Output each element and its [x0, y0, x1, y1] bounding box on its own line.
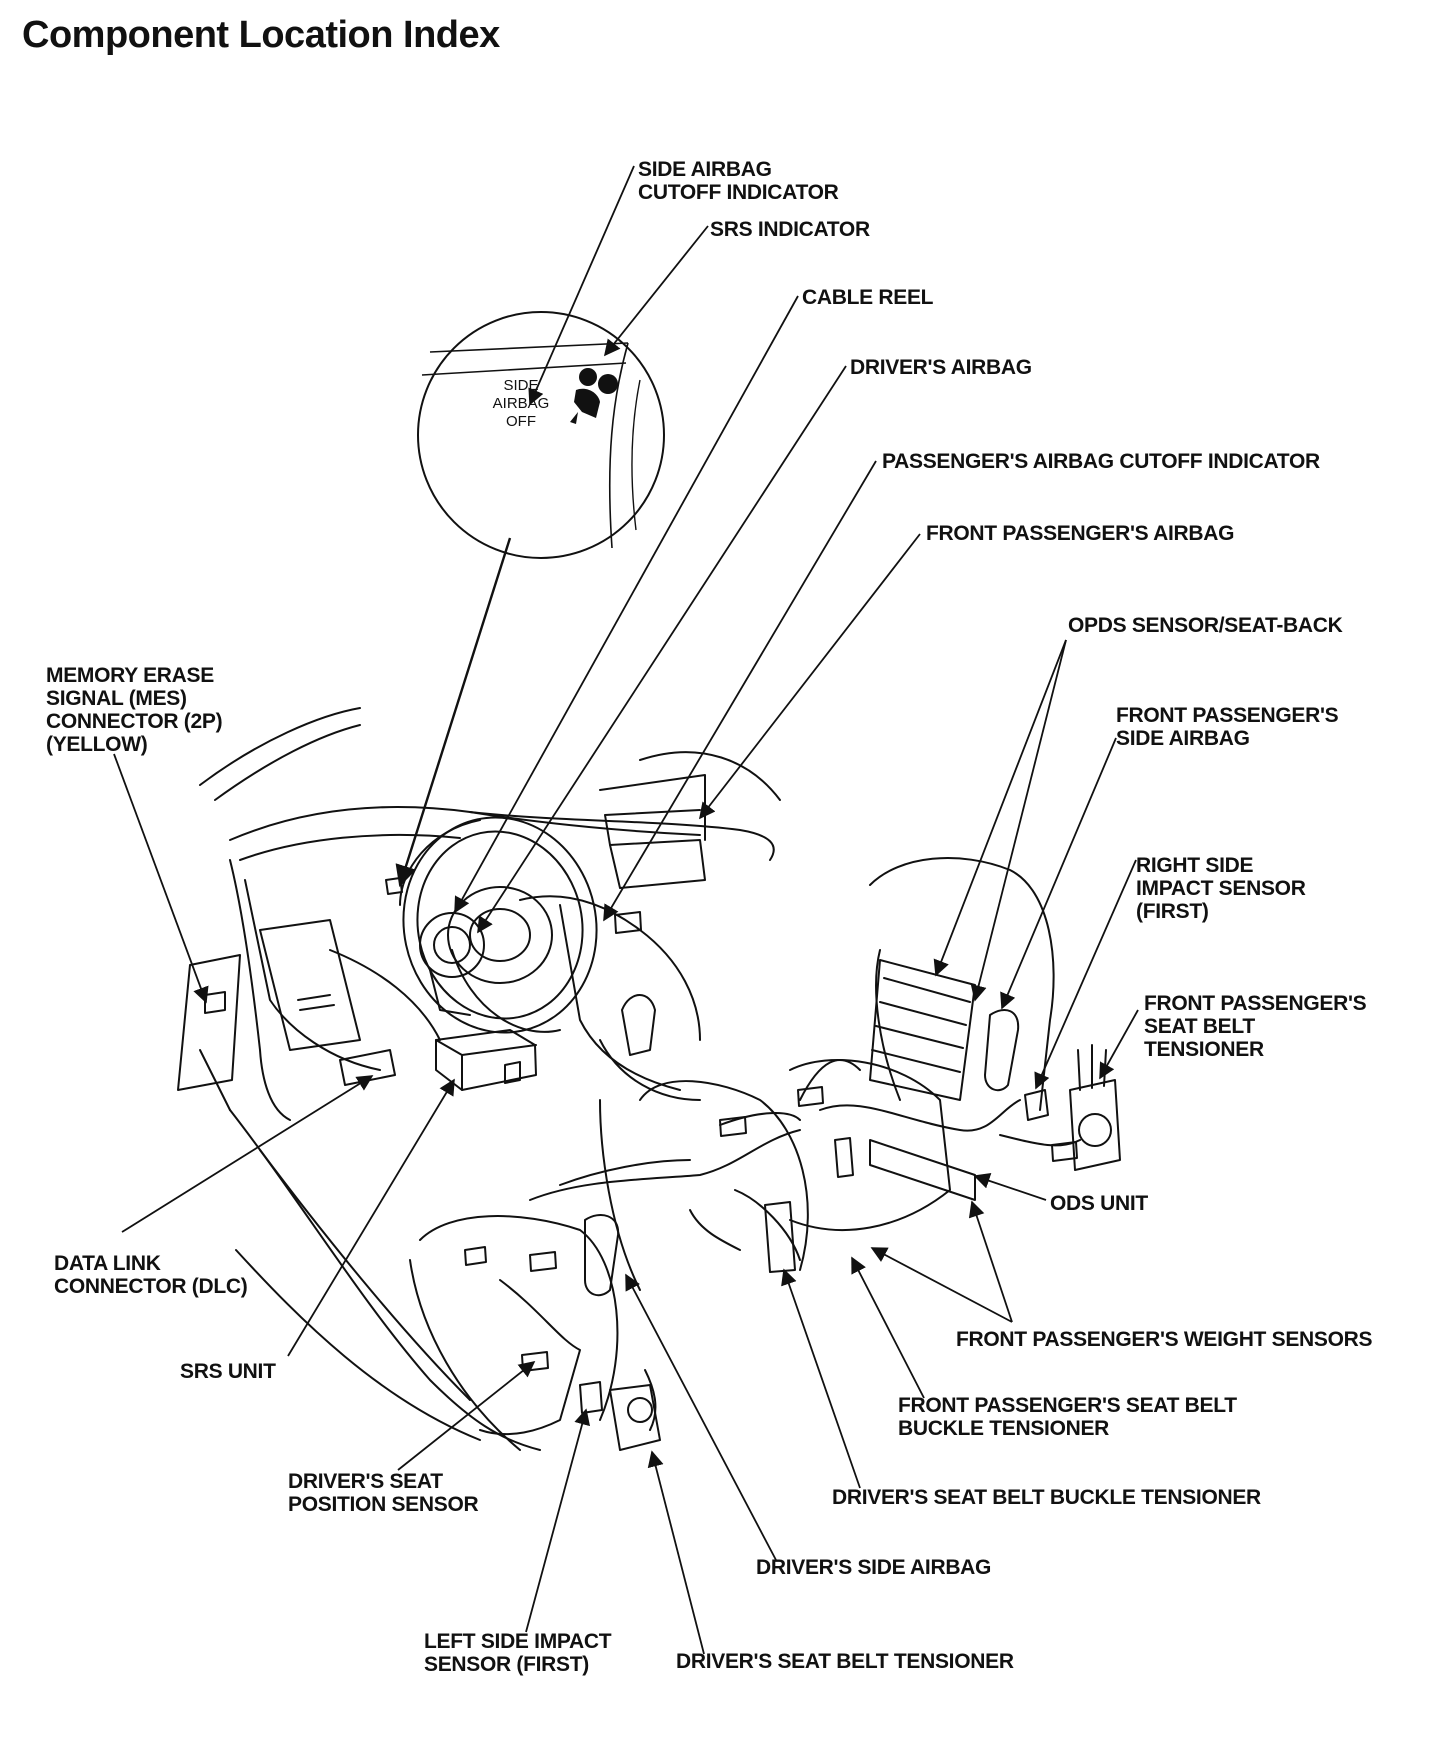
- leader-srs-indicator: [603, 225, 709, 357]
- mes-connector-panel: [177, 954, 241, 1091]
- right-impact-sensor-part: [1024, 1089, 1049, 1121]
- inset-dash-edge: [429, 342, 629, 353]
- left-impact-sensor-part: [579, 1381, 603, 1414]
- label-drivers-airbag: DRIVER'S AIRBAG: [850, 356, 1032, 379]
- inset-side-airbag-line1: SIDE: [503, 377, 538, 394]
- leader-front-passengers-side-airbag: [1000, 737, 1117, 1010]
- steering-hub: [447, 886, 553, 984]
- label-opds-sensor-seat-back: OPDS SENSOR/SEAT-BACK: [1068, 614, 1343, 637]
- leader-mes-connector: [113, 753, 209, 1004]
- leader-drivers-side-airbag: [625, 1273, 777, 1561]
- passenger-seat-back: [869, 857, 1055, 1111]
- leader-left-side-impact: [525, 1408, 591, 1633]
- inset-pillar-inner: [631, 379, 641, 531]
- driver-seat-back: [639, 1080, 809, 1271]
- label-side-airbag-cutoff-indicator: SIDE AIRBAG CUTOFF INDICATOR: [638, 158, 839, 204]
- leader-passengers-cutoff: [603, 460, 877, 922]
- opds-sensor-grid: [869, 959, 976, 1101]
- vehicle-interior-drawing: [177, 707, 1121, 1451]
- label-ods-unit: ODS UNIT: [1050, 1192, 1148, 1215]
- passenger-side-airbag-module: [984, 1009, 1020, 1092]
- dashboard-face: [229, 859, 291, 1121]
- inset-circle: [417, 311, 665, 559]
- leader-right-side-impact: [1034, 859, 1137, 1090]
- leader-lines: [113, 165, 1139, 1655]
- steering-wheel: [402, 816, 598, 1034]
- gear-shifter: [621, 994, 656, 1056]
- airbag-person-icon: [570, 368, 618, 424]
- leader-dlc: [121, 1075, 374, 1233]
- label-passengers-airbag-cutoff-indicator: PASSENGER'S AIRBAG CUTOFF INDICATOR: [882, 450, 1320, 473]
- dashboard-top: [229, 806, 775, 861]
- inset-pillar: [608, 342, 629, 549]
- label-front-passengers-seat-belt-buckle-tensioner: FRONT PASSENGER'S SEAT BELT BUCKLE TENSI…: [898, 1394, 1237, 1440]
- leader-weight-sensor-a: [870, 1247, 1013, 1323]
- leader-weight-sensor-b: [968, 1200, 1013, 1323]
- leader-drivers-seat-belt-tensioner: [647, 1450, 705, 1655]
- leader-srs-unit: [287, 1078, 455, 1357]
- label-front-passengers-weight-sensors: FRONT PASSENGER'S WEIGHT SENSORS: [956, 1328, 1373, 1351]
- driver-seat-cushion: [419, 1215, 619, 1421]
- leader-front-passengers-buckle: [851, 1256, 925, 1399]
- door-sill: [229, 1109, 541, 1451]
- glovebox-module: [609, 839, 706, 889]
- label-drivers-side-airbag: DRIVER'S SIDE AIRBAG: [756, 1556, 992, 1579]
- label-data-link-connector: DATA LINK CONNECTOR (DLC): [54, 1252, 248, 1298]
- driver-side-airbag-module: [584, 1214, 620, 1297]
- label-drivers-seat-belt-buckle-tensioner: DRIVER'S SEAT BELT BUCKLE TENSIONER: [832, 1486, 1261, 1509]
- label-srs-unit: SRS UNIT: [180, 1360, 276, 1383]
- inset-dash-edge-lower: [421, 362, 627, 376]
- roof-line: [199, 707, 361, 786]
- driver-belt-tensioner-part: [609, 1384, 661, 1451]
- indicator-inset: [417, 311, 665, 559]
- label-cable-reel: CABLE REEL: [802, 286, 934, 309]
- leader-opds-b: [970, 639, 1067, 1002]
- inset-side-airbag-line2: AIRBAG: [493, 395, 550, 412]
- leader-opds-a: [933, 639, 1067, 977]
- label-front-passengers-side-airbag: FRONT PASSENGER'S SIDE AIRBAG: [1116, 704, 1339, 750]
- label-front-passengers-airbag: FRONT PASSENGER'S AIRBAG: [926, 522, 1235, 545]
- cable-reel-part: [419, 912, 485, 978]
- leader-ods-unit: [973, 1172, 1047, 1201]
- ods-unit-part: [869, 1139, 976, 1201]
- leader-front-passengers-tensioner: [1099, 1009, 1139, 1080]
- label-memory-erase-signal-connector: MEMORY ERASE SIGNAL (MES) CONNECTOR (2P)…: [46, 664, 223, 756]
- leader-cable-reel: [454, 295, 799, 914]
- passenger-buckle-part: [834, 1137, 854, 1178]
- leader-drivers-seat-position: [397, 1360, 536, 1471]
- label-front-passengers-seat-belt-tensioner: FRONT PASSENGER'S SEAT BELT TENSIONER: [1144, 992, 1367, 1061]
- leader-front-passengers-airbag: [699, 533, 921, 820]
- leader-side-airbag-cutoff: [528, 165, 635, 406]
- center-stack: [519, 895, 701, 1041]
- label-left-side-impact-sensor: LEFT SIDE IMPACT SENSOR (FIRST): [424, 1630, 612, 1676]
- srs-unit-part: [435, 1029, 537, 1091]
- wiring-harness: [479, 1279, 581, 1436]
- inset-pointer-line: [395, 537, 512, 888]
- label-right-side-impact-sensor: RIGHT SIDE IMPACT SENSOR (FIRST): [1136, 854, 1306, 923]
- leader-drivers-airbag: [477, 365, 847, 934]
- label-srs-indicator: SRS INDICATOR: [710, 218, 870, 241]
- label-drivers-seat-position-sensor: DRIVER'S SEAT POSITION SENSOR: [288, 1470, 479, 1516]
- page-title: Component Location Index: [22, 14, 500, 56]
- label-drivers-seat-belt-tensioner: DRIVER'S SEAT BELT TENSIONER: [676, 1650, 1014, 1673]
- leader-drivers-buckle: [781, 1268, 861, 1489]
- inset-side-airbag-line3: OFF: [506, 413, 536, 430]
